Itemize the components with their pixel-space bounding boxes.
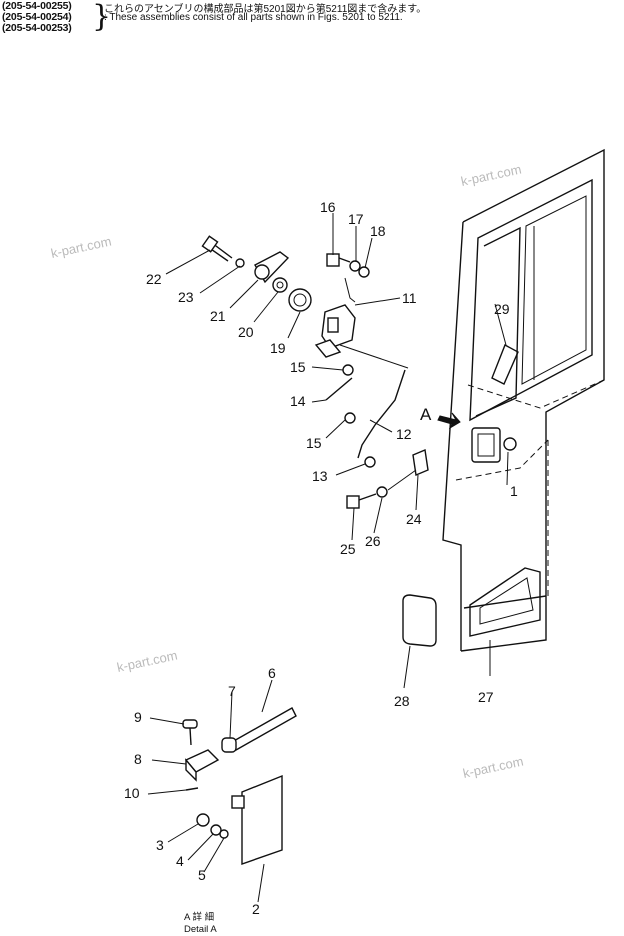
callout-25: 25 [340, 541, 356, 557]
callout-13: 13 [312, 468, 328, 484]
note-english: : These assemblies consist of all parts … [104, 12, 403, 23]
model-code-1: (205-54-00255) [2, 0, 72, 12]
callout-6: 6 [268, 665, 276, 681]
callout-21: 21 [210, 308, 226, 324]
callout-18: 18 [370, 223, 386, 239]
callout-labels: 1 2 3 4 5 6 7 8 9 10 11 12 13 14 15 15 1… [124, 199, 518, 917]
callout-24: 24 [406, 511, 422, 527]
lock-mechanism [201, 235, 429, 509]
model-code-2: (205-54-00254) [2, 11, 72, 23]
callout-7: 7 [228, 683, 236, 699]
detail-caption-jp: A 詳 細 [184, 911, 214, 923]
callout-12: 12 [396, 426, 412, 442]
watermark-3: k-part.com [116, 647, 179, 674]
door-panel [437, 148, 605, 652]
detail-a-marker: A [420, 405, 432, 424]
callout-2: 2 [252, 901, 260, 917]
callout-20: 20 [238, 324, 254, 340]
callout-3: 3 [156, 837, 164, 853]
callout-8: 8 [134, 751, 142, 767]
callout-17: 17 [348, 211, 364, 227]
watermark-1: k-part.com [460, 161, 523, 188]
callout-9: 9 [134, 709, 142, 725]
detail-caption-en: Detail A [184, 924, 217, 935]
callout-5: 5 [198, 867, 206, 883]
figure-header: (205-54-00255) (205-54-00254) (205-54-00… [2, 0, 602, 40]
model-code-3: (205-54-00253) [2, 22, 72, 34]
callout-27: 27 [478, 689, 494, 705]
callout-22: 22 [146, 271, 162, 287]
callout-4: 4 [176, 853, 184, 869]
callout-15-lower: 15 [306, 435, 322, 451]
callout-23: 23 [178, 289, 194, 305]
callout-14: 14 [290, 393, 306, 409]
detail-a-assembly [182, 707, 297, 865]
leader-lines [147, 213, 509, 903]
callout-15-upper: 15 [290, 359, 306, 375]
callout-1: 1 [510, 483, 518, 499]
brace-glyph: } [92, 0, 112, 34]
watermark-2: k-part.com [50, 233, 113, 260]
note-japanese: これらのアセンブリの構成部品は第5201図から第5211図まで含みます。 [104, 4, 427, 15]
callout-28: 28 [394, 693, 410, 709]
watermark-4: k-part.com [462, 753, 525, 780]
callout-16: 16 [320, 199, 336, 215]
callout-11: 11 [402, 290, 417, 306]
callout-29: 29 [494, 301, 510, 317]
part-29-plate [491, 344, 519, 385]
callout-10: 10 [124, 785, 140, 801]
callout-19: 19 [270, 340, 286, 356]
callout-26: 26 [365, 533, 381, 549]
part-28-panel [402, 594, 437, 647]
